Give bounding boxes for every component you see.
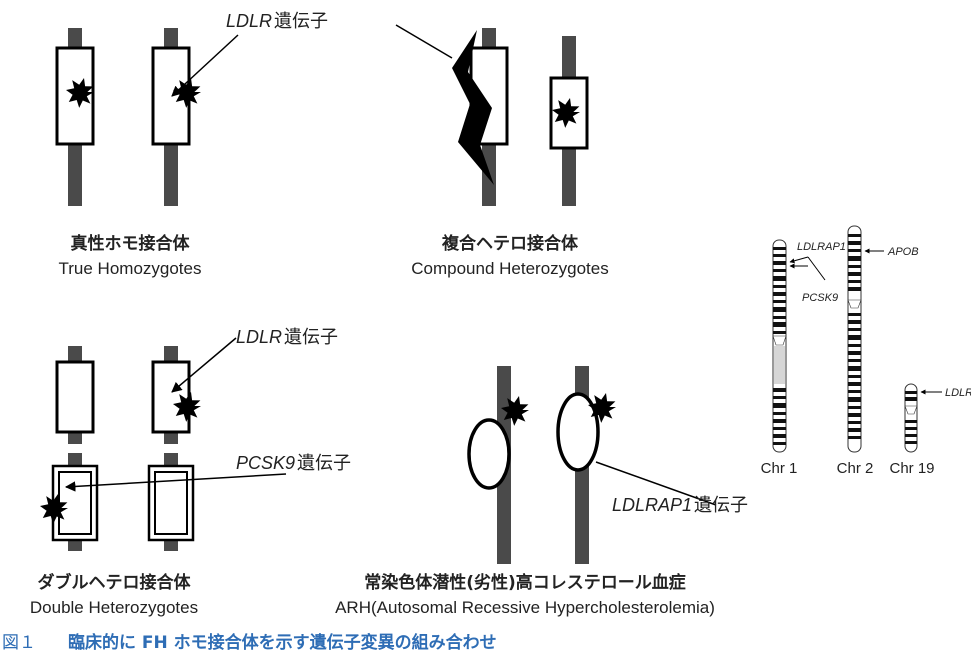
pointer-arrow <box>171 34 239 97</box>
panel-title-en: Double Heterozygotes <box>30 598 198 617</box>
gene-marker-ldlr: LDLR <box>945 387 971 399</box>
gene-marker-ldlrap1: LDLRAP1 <box>797 241 846 253</box>
true-homozygotes-panel: 真性ホモ接合体 True Homozygotes <box>55 28 202 278</box>
gene-name: LDLR <box>226 11 272 31</box>
mutation-star <box>40 494 68 524</box>
panel-title-en: ARH(Autosomal Recessive Hypercholesterol… <box>335 598 715 617</box>
gene-marker-apob: APOB <box>887 246 919 258</box>
chromosome-label-19: Chr 19 <box>889 460 934 477</box>
gene-region-ellipse <box>467 418 511 490</box>
figure-caption: 図１ 臨床的に FH ホモ接合体を示す遺伝子変異の組み合わせ <box>2 632 497 653</box>
compound-heterozygotes-panel: 複合ヘテロ接合体 Compound Heterozygotes <box>411 28 609 278</box>
gene-marker-pcsk9: PCSK9 <box>802 292 838 304</box>
double-heterozygotes-panel: ダブルヘテロ接合体 Double Heterozygotes <box>30 346 201 617</box>
mutation-star <box>588 393 616 423</box>
gene-region-ellipse <box>556 392 600 472</box>
panel-title-jp: ダブルヘテロ接合体 <box>38 572 192 593</box>
gene-suffix: 遺伝子 <box>274 11 328 32</box>
gene-name: PCSK9 <box>236 453 295 473</box>
mutation-star <box>173 78 201 108</box>
caption-text: 臨床的に FH ホモ接合体を示す遺伝子変異の組み合わせ <box>68 632 497 653</box>
chromosome-label-2: Chr 2 <box>837 460 874 477</box>
pointer-arrow <box>171 337 237 393</box>
panel-title-jp: 複合ヘテロ接合体 <box>441 233 579 254</box>
mutation-star <box>501 396 529 426</box>
chromosome-label-1: Chr 1 <box>761 460 798 477</box>
deletion-bolt <box>452 30 494 185</box>
gene-name: LDLRAP1 <box>612 495 692 515</box>
panel-title-en: True Homozygotes <box>59 259 202 278</box>
mutation-star <box>552 98 580 128</box>
gene-suffix: 遺伝子 <box>297 453 351 474</box>
karyotype-ideogram: LDLRAP1 PCSK9 APOB LDLR Chr 1 Chr 2 Chr … <box>761 225 971 477</box>
gene-suffix: 遺伝子 <box>694 495 748 516</box>
gene-region-box <box>55 360 95 434</box>
pointer-arrow <box>64 473 287 492</box>
gene-suffix: 遺伝子 <box>284 327 338 348</box>
mutation-star <box>66 78 94 108</box>
pointer-arrow <box>395 24 453 59</box>
gene-name: LDLR <box>236 327 282 347</box>
chromosome-1 <box>772 239 787 453</box>
pointer-arrow <box>595 461 717 506</box>
chromosome-19 <box>904 383 918 453</box>
pcsk9-region-inner <box>154 471 188 535</box>
panel-title-jp: 常染色体潜性(劣性)高コレステロール血症 <box>364 572 686 593</box>
chromosome-2 <box>847 225 862 453</box>
caption-number: 図１ <box>2 633 36 653</box>
panel-title-en: Compound Heterozygotes <box>411 259 609 278</box>
panel-title-jp: 真性ホモ接合体 <box>71 233 191 254</box>
mutation-star <box>173 392 201 422</box>
